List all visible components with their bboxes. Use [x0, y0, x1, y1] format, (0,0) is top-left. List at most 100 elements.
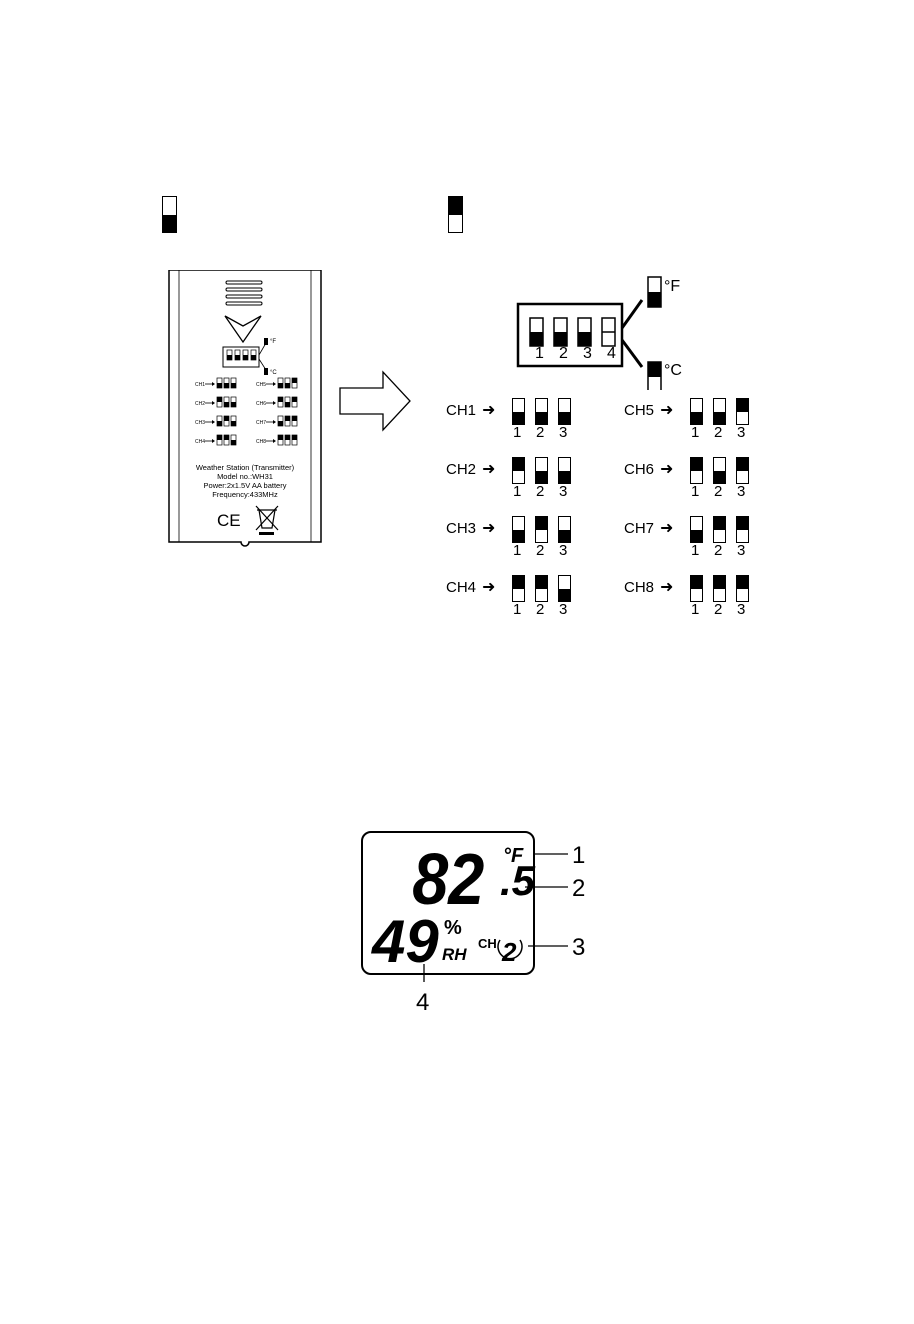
- dip-switch-4: [602, 318, 615, 346]
- channel-switch-1: [690, 575, 703, 602]
- dip-number-4: 4: [607, 345, 616, 363]
- channel-switch-1: [690, 516, 703, 543]
- right-arrow-icon: [338, 370, 413, 432]
- channel-label-ch2: CH2: [446, 461, 476, 478]
- channel-switch-2: [535, 398, 548, 425]
- label-line-4: Frequency:433MHz: [212, 490, 278, 499]
- channel-switch-3: [736, 457, 749, 484]
- channel-switch-3: [558, 398, 571, 425]
- switch-number-1: 1: [691, 424, 699, 441]
- channel-switch-2: [713, 575, 726, 602]
- humidity-value: 49: [371, 908, 439, 975]
- channel-switch-2: [713, 516, 726, 543]
- legend-switch-on: [448, 196, 463, 233]
- label-line-2: Model no.:WH31: [217, 472, 273, 481]
- switch-number-1: 1: [691, 542, 699, 559]
- ce-mark: CE: [217, 511, 241, 530]
- channel-switch-1: [512, 457, 525, 484]
- mini-channel-label: CH5: [256, 382, 266, 388]
- label-line-3: Power:2x1.5V AA battery: [204, 481, 287, 490]
- right-arrow-icon: ➜: [482, 518, 495, 538]
- right-arrow-icon: ➜: [660, 518, 673, 538]
- mini-channel-label: CH4: [195, 439, 205, 445]
- switch-number-3: 3: [737, 483, 745, 500]
- temperature-unit: °F: [503, 845, 524, 867]
- label-line-1: Weather Station (Transmitter): [196, 463, 295, 472]
- right-arrow-icon: ➜: [482, 400, 495, 420]
- humidity-percent: %: [444, 917, 462, 939]
- switch-number-2: 2: [714, 542, 722, 559]
- channel-switch-2: [713, 457, 726, 484]
- mini-channel-label: CH7: [256, 420, 266, 426]
- channel-switch-3: [558, 575, 571, 602]
- humidity-rh: RH: [442, 945, 467, 964]
- switch-number-1: 1: [691, 483, 699, 500]
- channel-value: 2: [501, 937, 517, 967]
- switch-number-2: 2: [714, 601, 722, 618]
- mini-channel-label: CH6: [256, 401, 266, 407]
- channel-switch-2: [713, 398, 726, 425]
- switch-number-3: 3: [737, 601, 745, 618]
- dip-number-3: 3: [583, 345, 592, 363]
- switch-number-2: 2: [536, 601, 544, 618]
- right-arrow-icon: ➜: [660, 577, 673, 597]
- unit-f-label: °F: [664, 278, 680, 296]
- right-arrow-icon: ➜: [482, 459, 495, 479]
- switch-number-3: 3: [737, 424, 745, 441]
- switch-number-2: 2: [714, 483, 722, 500]
- channel-switch-3: [736, 398, 749, 425]
- right-arrow-icon: ➜: [482, 577, 495, 597]
- switch-number-3: 3: [559, 542, 567, 559]
- switch-number-3: 3: [559, 601, 567, 618]
- dip-switch-2: [554, 318, 567, 346]
- switch-number-1: 1: [513, 483, 521, 500]
- mini-channel-label: CH3: [195, 420, 205, 426]
- channel-switch-1: [690, 398, 703, 425]
- channel-switch-1: [512, 575, 525, 602]
- channel-switch-2: [535, 457, 548, 484]
- channel-switch-3: [736, 516, 749, 543]
- right-arrow-icon: ➜: [660, 400, 673, 420]
- channel-label-ch7: CH7: [624, 520, 654, 537]
- switch-number-1: 1: [513, 601, 521, 618]
- channel-label: CH: [478, 936, 497, 951]
- callout-2: 2: [572, 875, 585, 902]
- dip-number-2: 2: [559, 345, 568, 363]
- channel-switch-1: [690, 457, 703, 484]
- legend-switch-off: [162, 196, 177, 233]
- switch-number-1: 1: [513, 542, 521, 559]
- unit-c-label: °C: [664, 362, 682, 380]
- right-arrow-icon: ➜: [660, 459, 673, 479]
- switch-number-2: 2: [536, 483, 544, 500]
- switch-number-1: 1: [513, 424, 521, 441]
- channel-label-ch3: CH3: [446, 520, 476, 537]
- channel-switch-1: [512, 516, 525, 543]
- mini-channel-label: CH8: [256, 439, 266, 445]
- dip-switch-3: [578, 318, 591, 346]
- switch-number-2: 2: [714, 424, 722, 441]
- channel-switch-2: [535, 516, 548, 543]
- channel-label-ch8: CH8: [624, 579, 654, 596]
- switch-number-3: 3: [559, 483, 567, 500]
- dip-number-1: 1: [535, 345, 544, 363]
- switch-number-2: 2: [536, 424, 544, 441]
- mini-f-label: °F: [270, 339, 276, 345]
- channel-label-ch6: CH6: [624, 461, 654, 478]
- callout-3: 3: [572, 934, 585, 961]
- lcd-display: 82 .5 °F 49 % RH CH 2 1 2 3 4: [360, 830, 610, 1020]
- switch-number-2: 2: [536, 542, 544, 559]
- channel-switch-3: [736, 575, 749, 602]
- switch-number-3: 3: [737, 542, 745, 559]
- callout-1: 1: [572, 842, 585, 869]
- switch-number-3: 3: [559, 424, 567, 441]
- channel-label-ch4: CH4: [446, 579, 476, 596]
- channel-switch-3: [558, 516, 571, 543]
- mini-c-label: °C: [270, 370, 277, 376]
- callout-4: 4: [416, 989, 429, 1016]
- channel-switch-1: [512, 398, 525, 425]
- channel-label-ch5: CH5: [624, 402, 654, 419]
- dip-switch-1: [530, 318, 543, 346]
- channel-switch-3: [558, 457, 571, 484]
- mini-channel-label: CH1: [195, 382, 205, 388]
